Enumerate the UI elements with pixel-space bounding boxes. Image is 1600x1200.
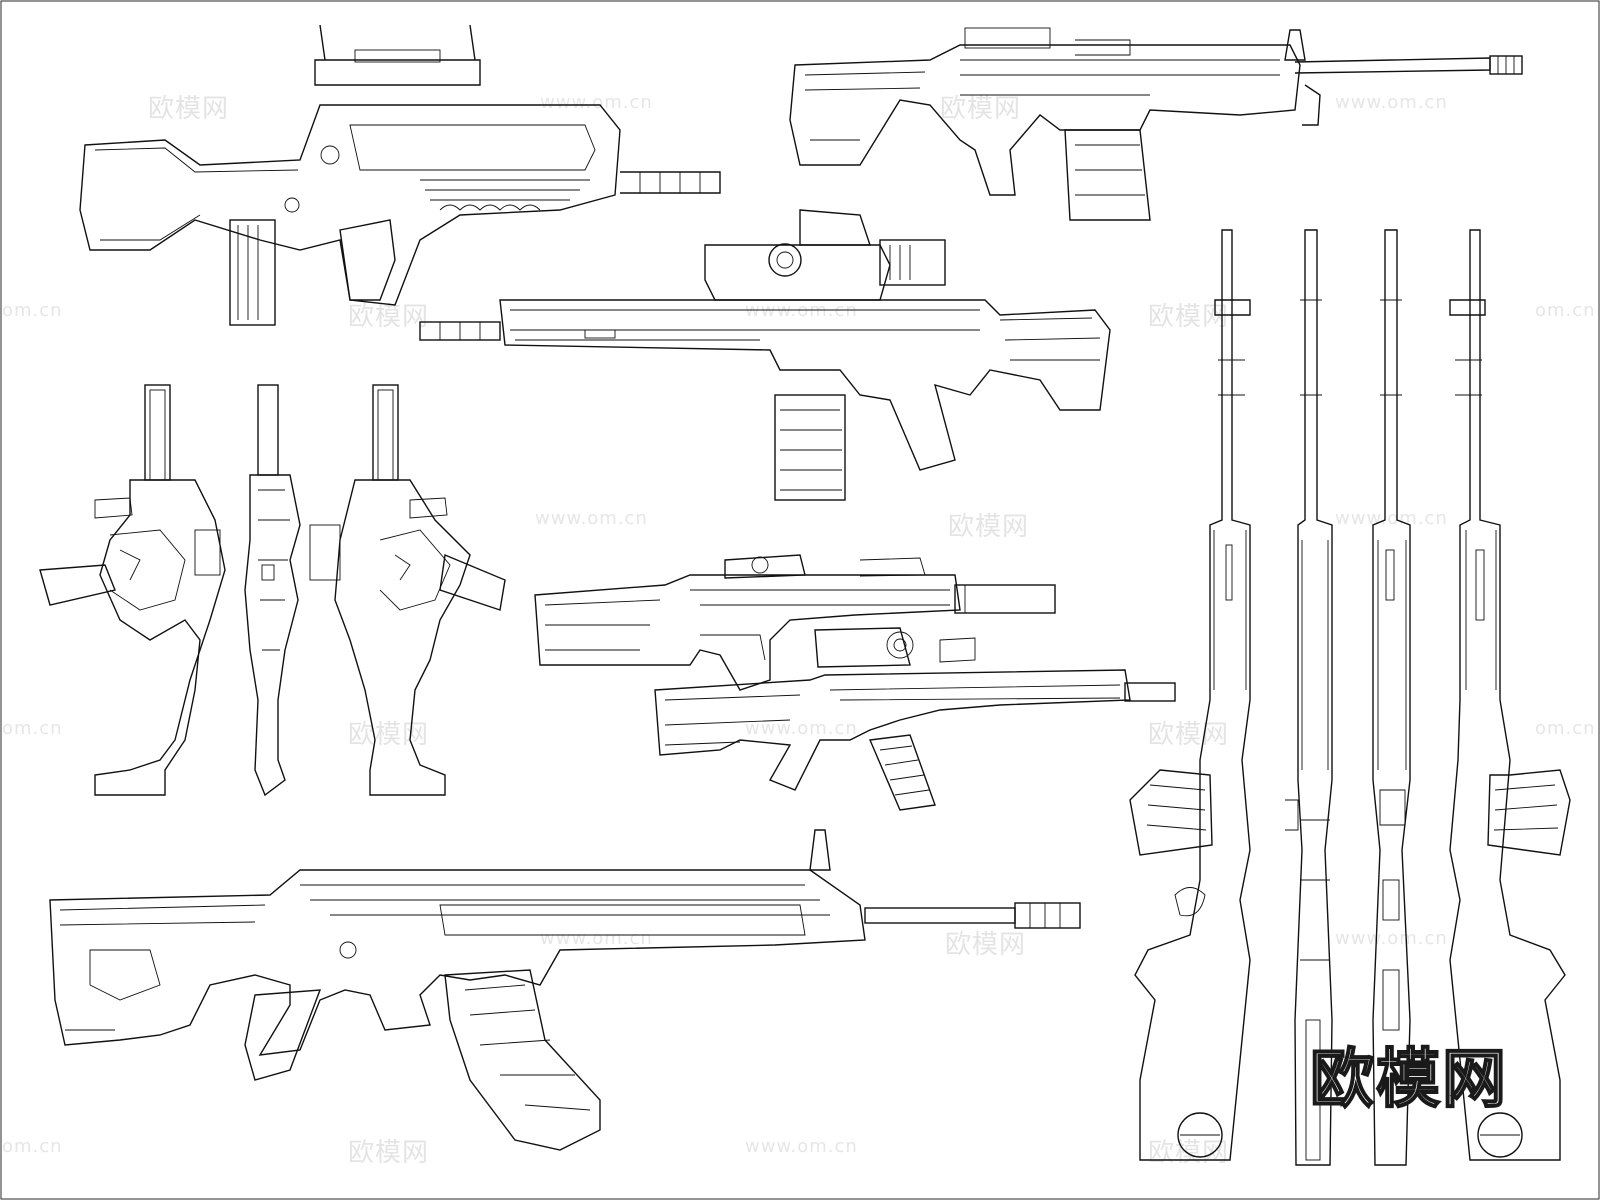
brand-logo: 欧模网 [1309,1042,1508,1118]
watermark-url: www.om.cn [745,1136,858,1157]
sniper-rifle-vertical-2 [1285,229,1333,1166]
watermark: 欧模网 [148,94,230,124]
watermark: 欧模网 [348,1138,430,1168]
watermark-url: om.cn [2,1136,63,1157]
smg-side-right [309,384,506,796]
watermark-url: www.om.cn [745,718,858,739]
watermark: 欧模网 [348,302,430,332]
suppressed-carbine-side [534,554,1056,691]
watermark-url: www.om.cn [1335,508,1448,529]
watermark-url: om.cn [2,718,63,739]
watermark-url: www.om.cn [540,928,653,949]
watermark: 欧模网 [348,720,430,750]
watermark-url: www.om.cn [535,508,648,529]
smg-side-left [39,384,226,796]
watermark-url: om.cn [1535,300,1596,321]
watermark-url: www.om.cn [1335,928,1448,949]
watermark-url: om.cn [2,300,63,321]
watermark: 欧模网 [948,512,1030,542]
machine-gun-side [789,27,1523,221]
short-carbine-side [654,627,1176,811]
watermark-url: www.om.cn [540,92,653,113]
watermark: 欧模网 [1148,720,1230,750]
sniper-rifle-vertical-4 [1449,229,1571,1161]
watermark-url: om.cn [1535,718,1596,739]
watermark: 欧模网 [940,94,1022,124]
bullpup-rifle-side [79,24,721,326]
smg-top [244,384,301,797]
watermark: 欧模网 [945,930,1027,960]
sniper-rifle-vertical-1 [1129,229,1251,1161]
watermark-url: www.om.cn [1335,92,1448,113]
scoped-carbine-side [419,209,1111,501]
assault-rifle-side [49,829,1081,1151]
sniper-rifle-vertical-3 [1372,229,1411,1166]
watermark-url: www.om.cn [745,300,858,321]
